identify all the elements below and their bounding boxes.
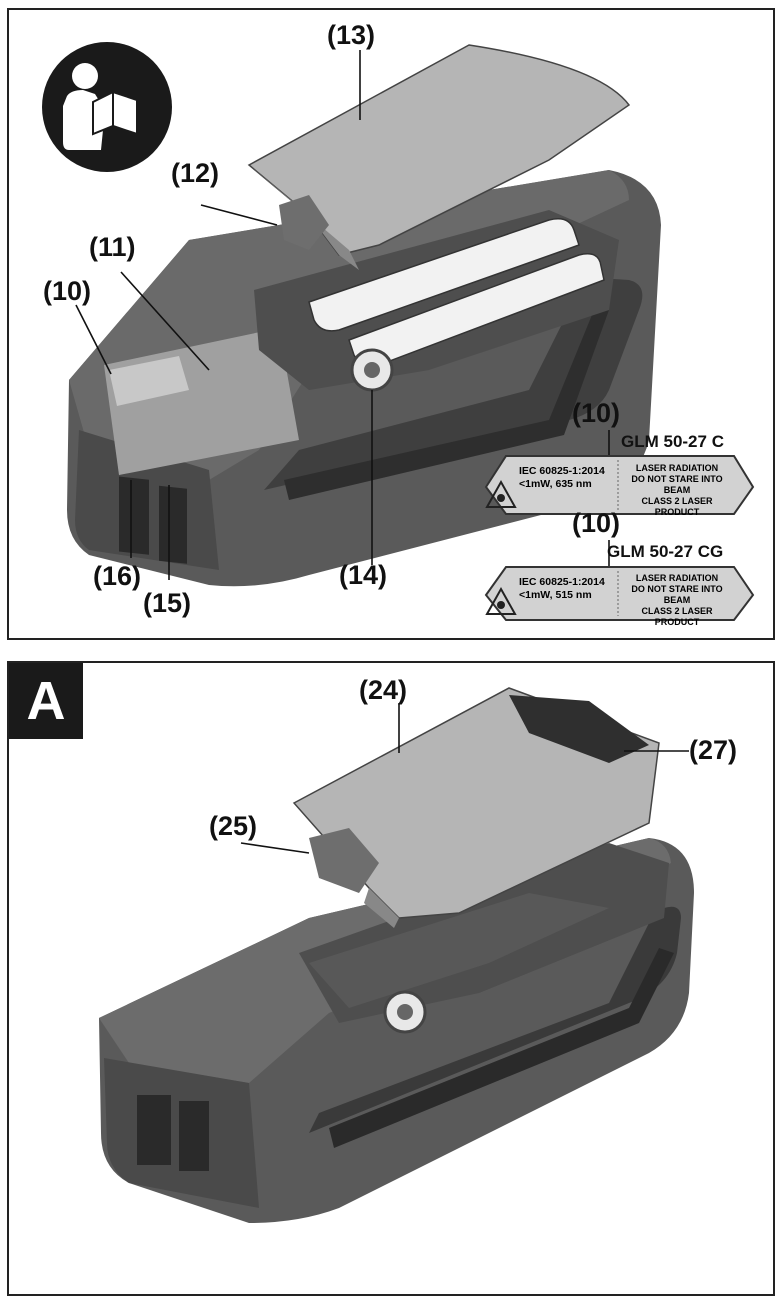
label-c-warning-3: CLASS 2 LASER PRODUCT <box>641 496 713 517</box>
laser-measure-body-bottom <box>99 838 694 1223</box>
figure-panel-bottom: A <box>7 661 775 1296</box>
laser-label-c <box>484 455 755 515</box>
cover-latch <box>279 195 329 250</box>
callout-12: (12) <box>171 158 220 188</box>
callout-14: (14) <box>339 560 388 590</box>
label-cg-standard: IEC 60825-1:2014 <box>519 576 605 588</box>
callout-10-label-cg: (10) <box>572 508 621 538</box>
model-name-c: GLM 50-27 C <box>621 432 724 451</box>
label-cg-warning: LASER RADIATION DO NOT STARE INTO BEAM C… <box>621 573 733 628</box>
laser-emitter <box>119 476 149 555</box>
leader-lines <box>75 50 610 580</box>
device-illustration-bottom <box>99 687 694 1223</box>
label-c-power: <1mW, 635 nm <box>519 478 592 490</box>
figure-letter: A <box>9 663 83 739</box>
figure-panel-top: (13) (12) (11) (10) (14) (16) (15) (10) … <box>7 8 775 640</box>
callout-11: (11) <box>89 232 136 262</box>
callout-15: (15) <box>143 588 192 618</box>
callout-24: (24) <box>359 675 408 705</box>
callout-10: (10) <box>43 276 92 306</box>
receive-lens-bottom <box>179 1101 209 1171</box>
battery-cover-bottom <box>292 687 660 928</box>
label-cg-warning-2: DO NOT STARE INTO BEAM <box>631 584 723 605</box>
callout-27: (27) <box>689 735 738 765</box>
label-cg-warning-1: LASER RADIATION <box>635 573 719 583</box>
laser-emitter-bottom <box>137 1095 171 1165</box>
label-c-warning: LASER RADIATION DO NOT STARE INTO BEAM C… <box>621 463 733 518</box>
callout-25: (25) <box>209 811 258 841</box>
batteries <box>308 218 605 367</box>
read-manual-icon <box>42 42 172 172</box>
device-illustration-top <box>42 42 755 621</box>
leader-lines-bottom <box>240 703 689 854</box>
label-cg-power: <1mW, 515 nm <box>519 589 592 601</box>
callout-10-label-c: (10) <box>572 398 621 428</box>
laser-label-cg <box>484 566 755 621</box>
battery-cover <box>247 44 631 270</box>
label-c-warning-2: DO NOT STARE INTO BEAM <box>631 474 723 495</box>
label-c-left-text: IEC 60825-1:2014 <1mW, 635 nm <box>519 465 605 491</box>
model-name-cg: GLM 50-27 CG <box>607 542 724 561</box>
cover-clip-27 <box>509 695 649 763</box>
label-c-warning-1: LASER RADIATION <box>635 463 719 473</box>
receive-lens <box>159 485 187 564</box>
callout-13: (13) <box>327 20 376 50</box>
cover-latch-25 <box>309 828 379 893</box>
callout-16: (16) <box>93 561 142 591</box>
label-cg-left-text: IEC 60825-1:2014 <1mW, 515 nm <box>519 576 605 602</box>
label-c-standard: IEC 60825-1:2014 <box>519 465 605 477</box>
label-cg-warning-3: CLASS 2 LASER PRODUCT <box>641 606 713 627</box>
